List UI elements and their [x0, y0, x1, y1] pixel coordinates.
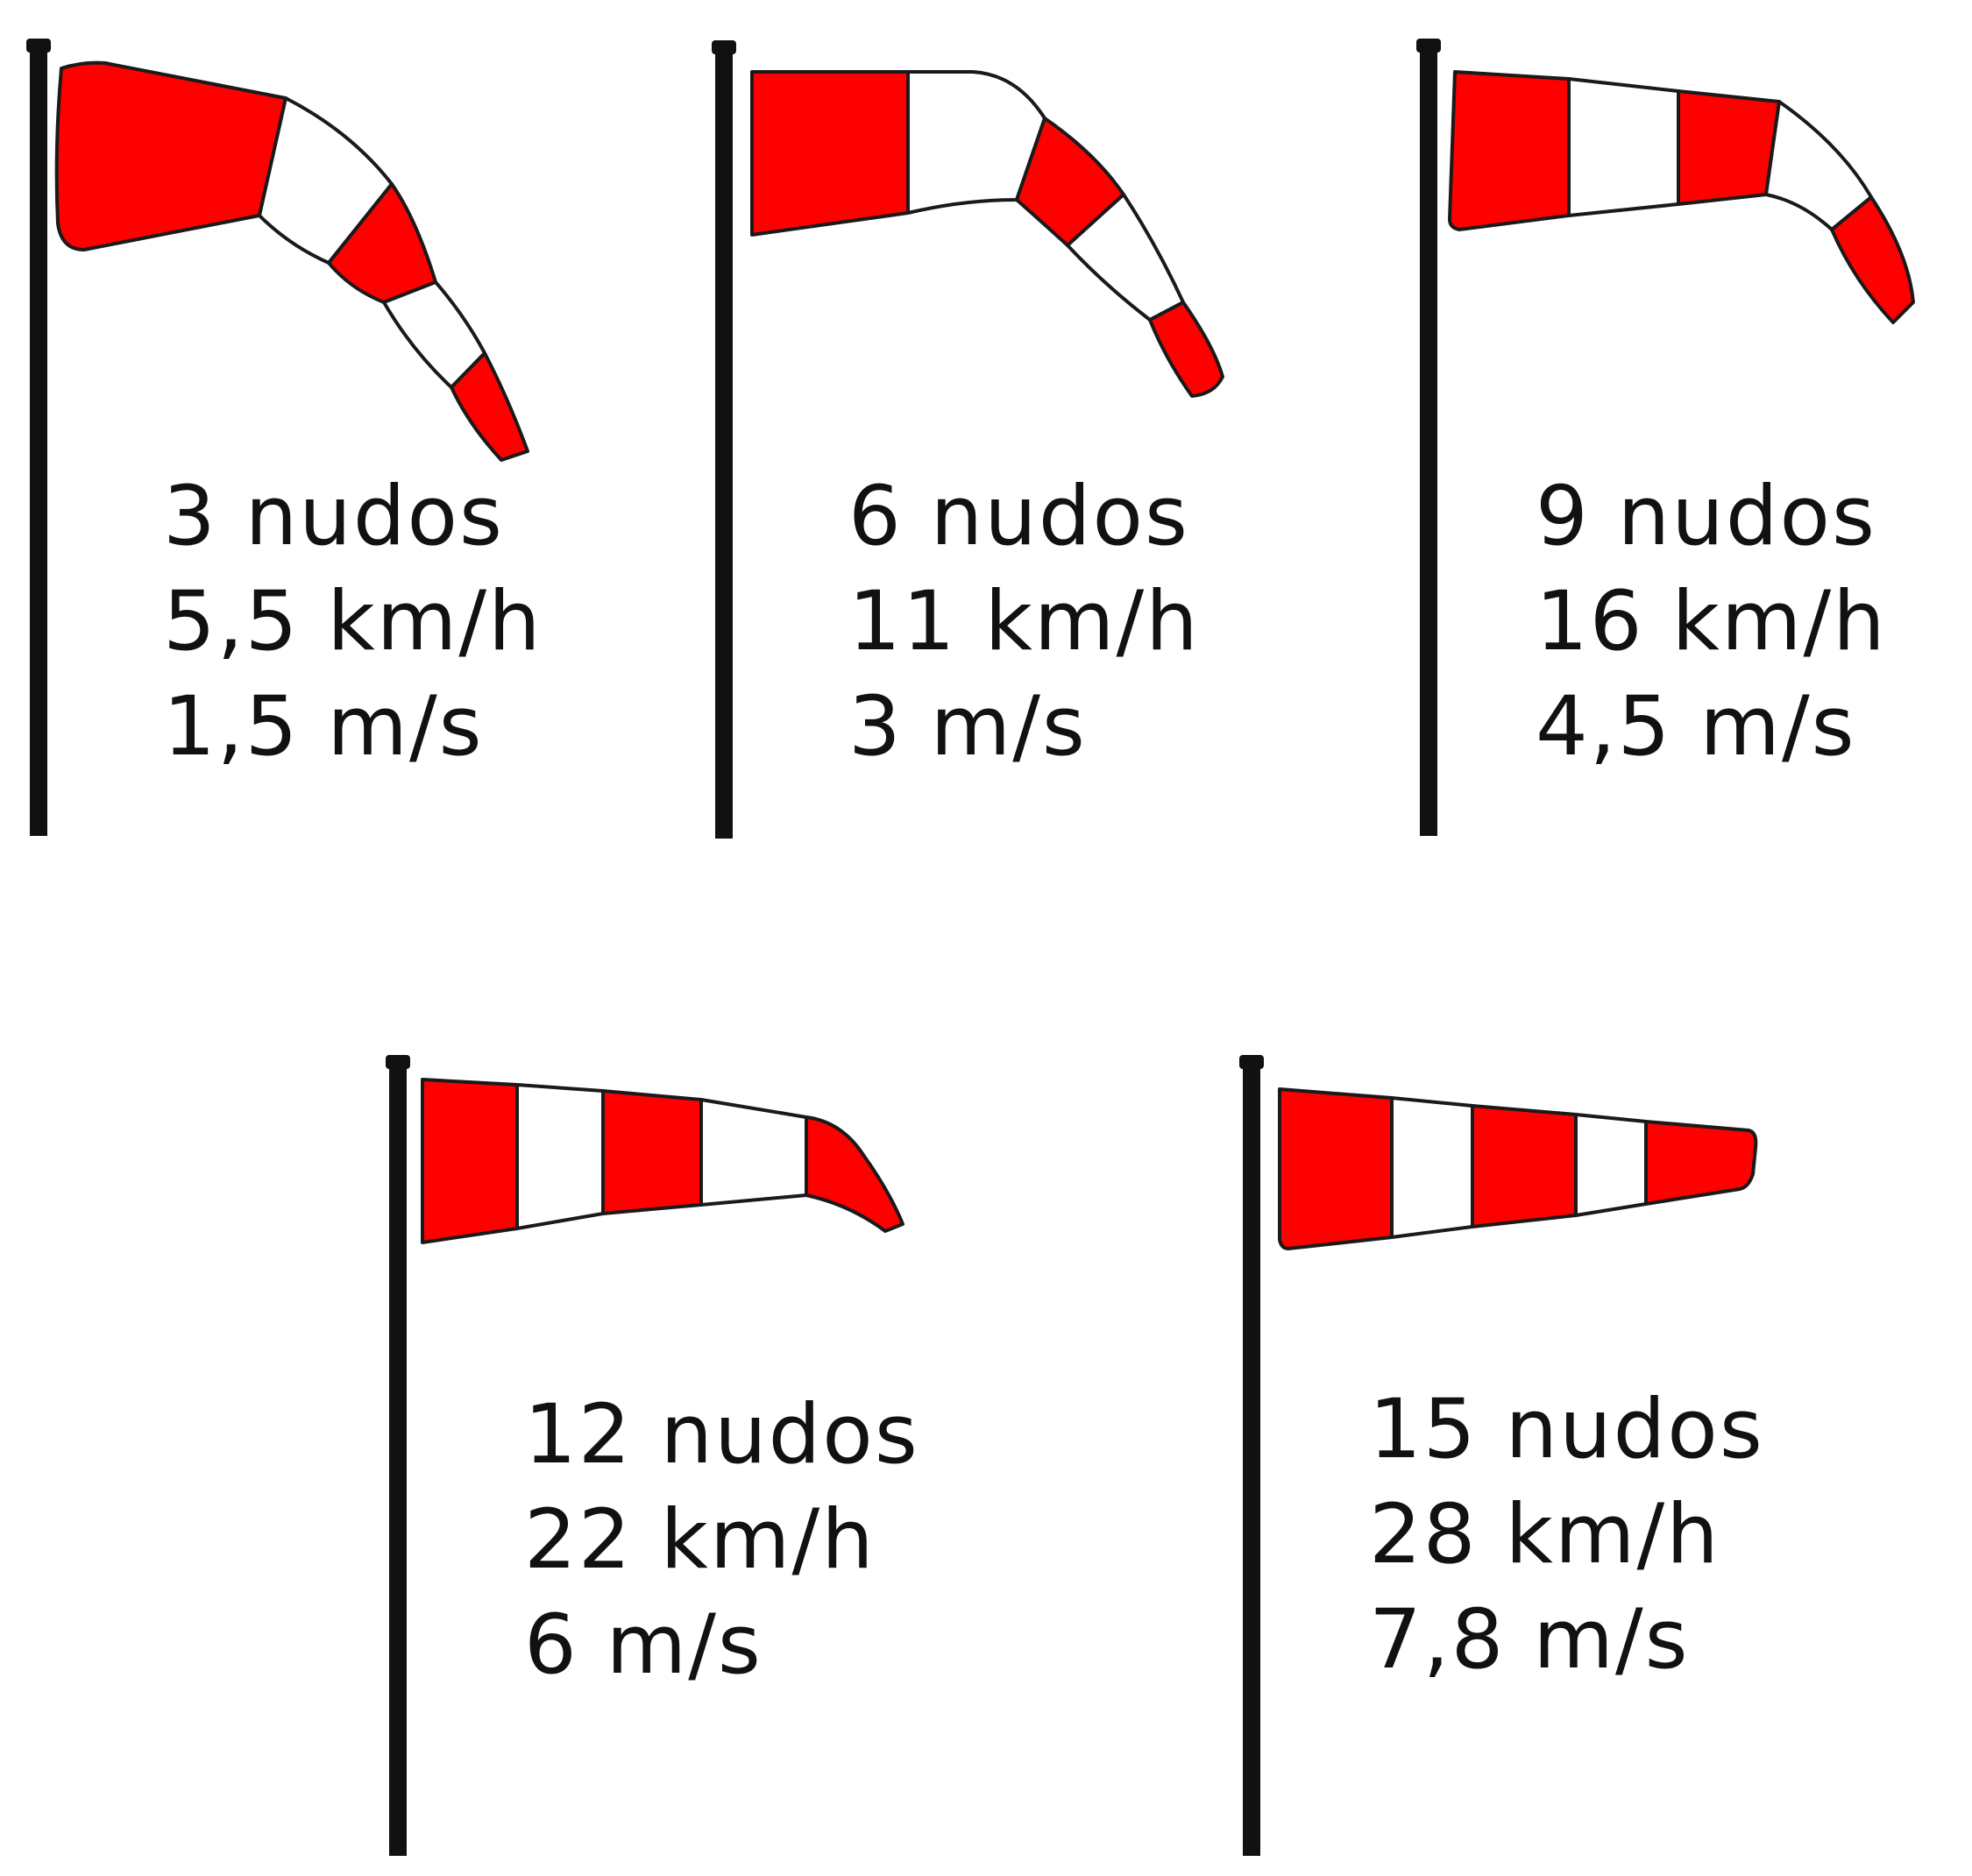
windsock-12-knots: [386, 1055, 904, 1856]
windsock-4-label: 12 nudos 22 km/h 6 m/s: [524, 1383, 919, 1698]
sock-band-red: [1677, 89, 1781, 206]
sock-band-red: [805, 1115, 904, 1233]
ms-value: 1,5 m/s: [163, 679, 484, 775]
sock-band-white: [699, 1098, 808, 1207]
windsock-3-label: 9 nudos 16 km/h 4,5 m/s: [1536, 464, 1887, 780]
windsock-9-knots: [1416, 39, 1915, 836]
pole-cap: [1239, 1055, 1264, 1069]
windsock-3-knots: [26, 39, 529, 836]
sock-band-red: [1148, 301, 1224, 398]
knots-value: 6 nudos: [848, 469, 1189, 564]
windsock-5-label: 15 nudos 28 km/h 7,8 m/s: [1369, 1377, 1764, 1693]
sock-band-red: [1644, 1120, 1758, 1206]
sock-band-red: [421, 1078, 519, 1244]
sock-band-white: [1390, 1096, 1474, 1239]
ms-value: 3 m/s: [848, 679, 1087, 775]
kmh-value: 22 km/h: [524, 1492, 876, 1588]
knots-value: 9 nudos: [1536, 469, 1876, 564]
pole-cap: [26, 39, 51, 53]
ms-value: 7,8 m/s: [1369, 1592, 1690, 1688]
sock-band-white: [515, 1083, 605, 1230]
sock-band-red: [601, 1089, 703, 1215]
knots-value: 15 nudos: [1369, 1382, 1764, 1477]
ms-value: 6 m/s: [524, 1597, 763, 1693]
windsock-2-label: 6 nudos 11 km/h 3 m/s: [848, 464, 1200, 780]
pole: [30, 46, 47, 836]
windsock-6-knots: [712, 40, 1224, 839]
pole-cap: [1416, 39, 1441, 53]
pole: [1420, 46, 1437, 836]
pole: [1243, 1062, 1260, 1856]
windsock-1-label: 3 nudos 5,5 km/h 1,5 m/s: [163, 464, 543, 780]
sock-band-white: [1574, 1113, 1648, 1217]
sock-band-red: [1448, 70, 1571, 231]
kmh-value: 16 km/h: [1536, 574, 1887, 669]
kmh-value: 5,5 km/h: [163, 574, 543, 669]
windsock-15-knots: [1239, 1055, 1758, 1856]
knots-value: 12 nudos: [524, 1387, 919, 1483]
pole: [389, 1062, 407, 1856]
sock-band-red: [750, 70, 910, 237]
sock-band-red: [1278, 1087, 1394, 1250]
kmh-value: 28 km/h: [1369, 1487, 1720, 1582]
sock-band-white: [1567, 77, 1680, 217]
pole: [715, 48, 733, 839]
pole-cap: [712, 40, 736, 54]
sock-band-red: [450, 351, 529, 462]
sock-band-red: [1471, 1104, 1578, 1228]
sock-band-red: [54, 60, 287, 251]
kmh-value: 11 km/h: [848, 574, 1200, 669]
ms-value: 4,5 m/s: [1536, 679, 1856, 775]
pole-cap: [386, 1055, 410, 1069]
knots-value: 3 nudos: [163, 469, 504, 564]
sock-band-red: [1830, 195, 1915, 324]
